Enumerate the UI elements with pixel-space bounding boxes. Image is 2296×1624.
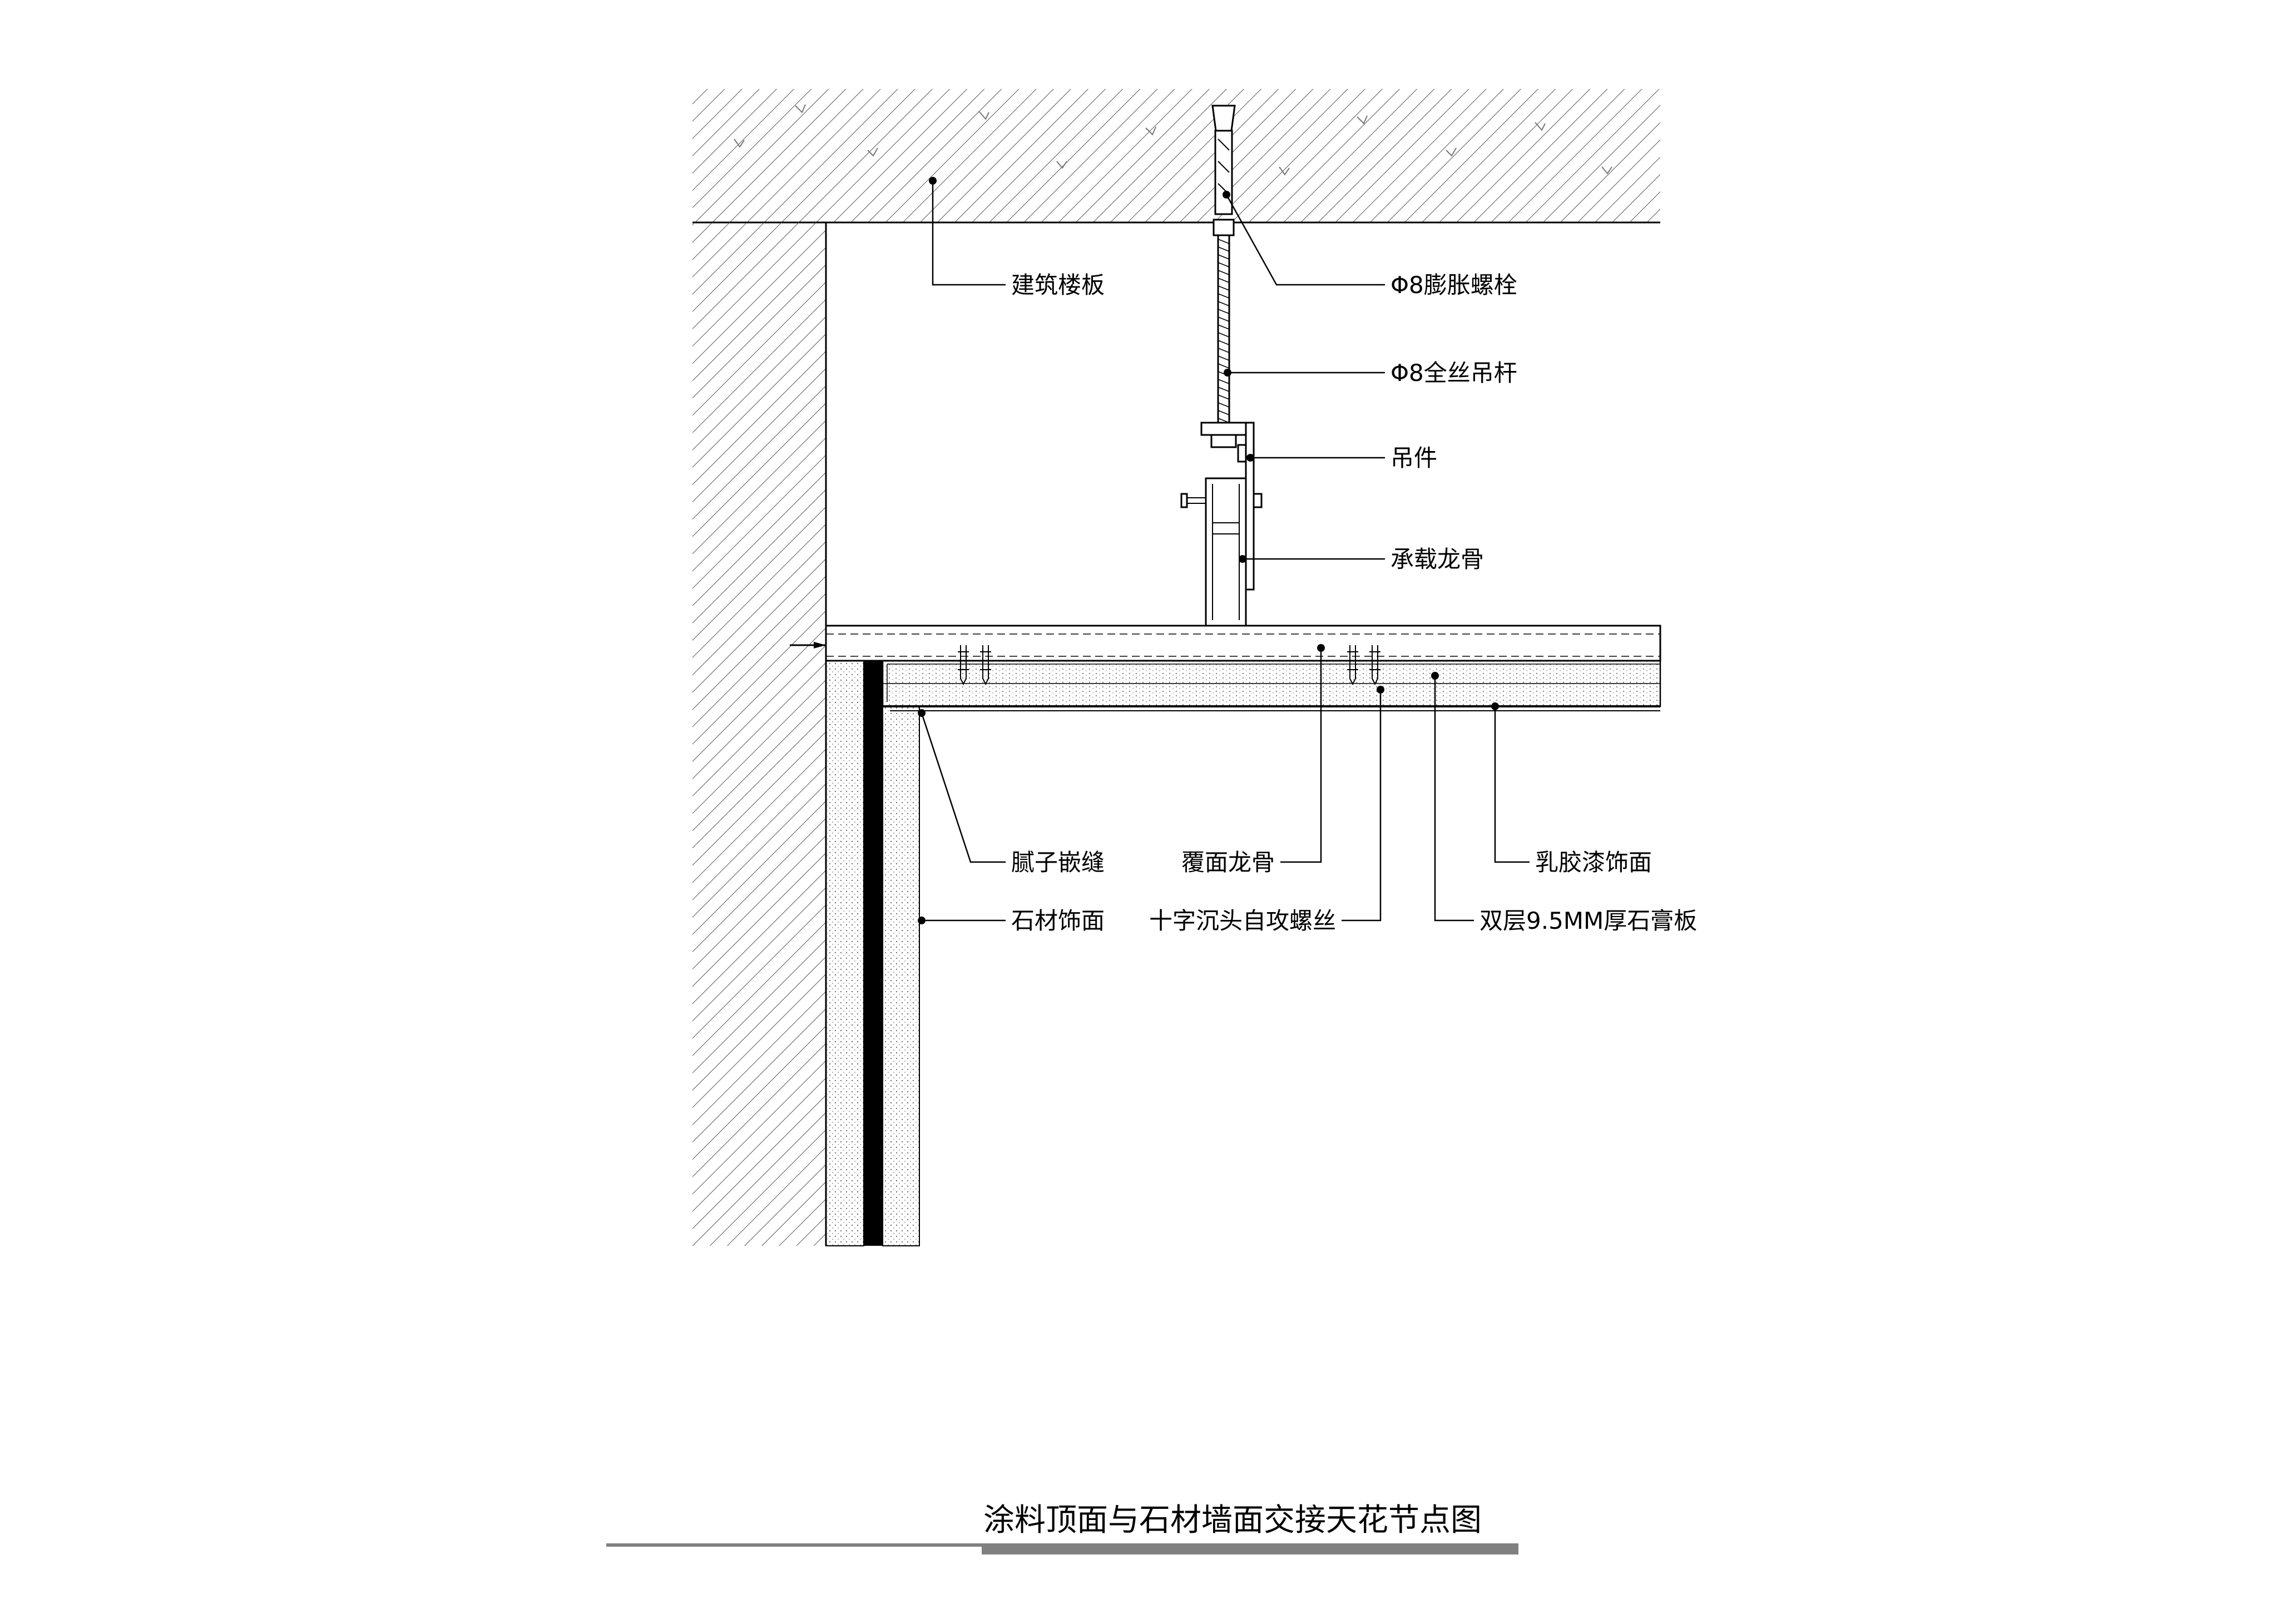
cover-keel (790, 625, 1661, 662)
expansion-bolt (1211, 105, 1236, 236)
label-putty-joint: 腻子嵌缝 (1011, 849, 1105, 876)
label-main-keel: 承载龙骨 (1391, 546, 1484, 573)
label-threaded-rod: Φ8全丝吊杆 (1391, 359, 1517, 387)
label-self-tapping-screw: 十字沉头自攻螺丝 (1149, 907, 1336, 934)
main-keel (1180, 477, 1263, 627)
threaded-rod (1217, 234, 1230, 431)
gypsum-board (882, 660, 1661, 707)
title-underline (606, 1543, 1518, 1554)
leader-lines (921, 181, 1530, 922)
stone-finish-layers (825, 660, 920, 1246)
drawing-title: 涂料顶面与石材墙面交接天花节点图 (983, 1502, 1482, 1538)
floor-slab (692, 89, 1660, 224)
self-tapping-screws (958, 645, 1380, 686)
label-floor-slab: 建筑楼板 (1011, 271, 1105, 299)
label-cover-keel: 覆面龙骨 (1181, 849, 1275, 876)
label-hanger: 吊件 (1391, 444, 1437, 472)
wall (692, 222, 827, 1246)
label-gypsum-board: 双层9.5MM厚石膏板 (1479, 907, 1697, 934)
label-latex-paint: 乳胶漆饰面 (1535, 849, 1652, 876)
latex-paint-line (883, 705, 1660, 711)
label-stone-finish: 石材饰面 (1011, 907, 1105, 934)
leader-dots (918, 177, 1499, 924)
label-expansion-bolt: Φ8膨胀螺栓 (1391, 271, 1517, 299)
